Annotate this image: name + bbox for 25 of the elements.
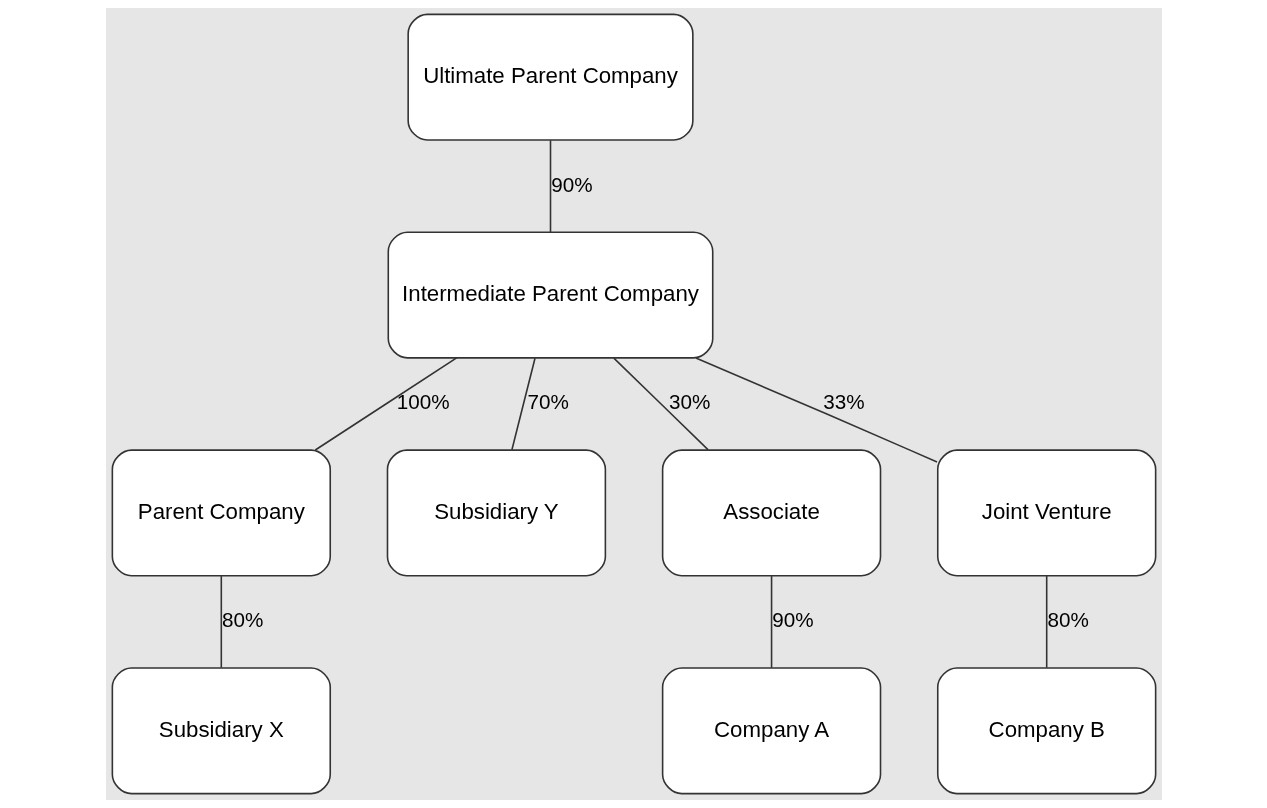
connector [510,357,536,451]
edge-label: 30% [668,390,710,414]
node-box: Intermediate Parent Company [387,231,713,359]
edge-label: 70% [526,390,569,414]
edge-label: 100% [396,390,450,414]
connector [549,139,551,233]
edge-label: 33% [822,390,865,414]
connector [220,575,222,669]
edge-label: 80% [1047,608,1089,632]
connector [770,575,772,669]
node-box: Company B [936,667,1156,795]
connector [314,357,457,451]
connector [694,357,938,463]
connector [1045,575,1047,669]
node-box: Subsidiary Y [386,449,606,577]
node-box: Associate [661,449,881,577]
edge-label: 90% [550,172,593,196]
node-box: Subsidiary X [111,667,331,795]
edge-label: 80% [221,608,263,632]
node-box: Joint Venture [936,449,1156,577]
edge-label: 90% [771,608,814,632]
connector [612,357,709,451]
node-box: Company A [661,667,881,795]
node-box: Parent Company [111,449,331,577]
node-box: Ultimate Parent Company [406,13,694,141]
